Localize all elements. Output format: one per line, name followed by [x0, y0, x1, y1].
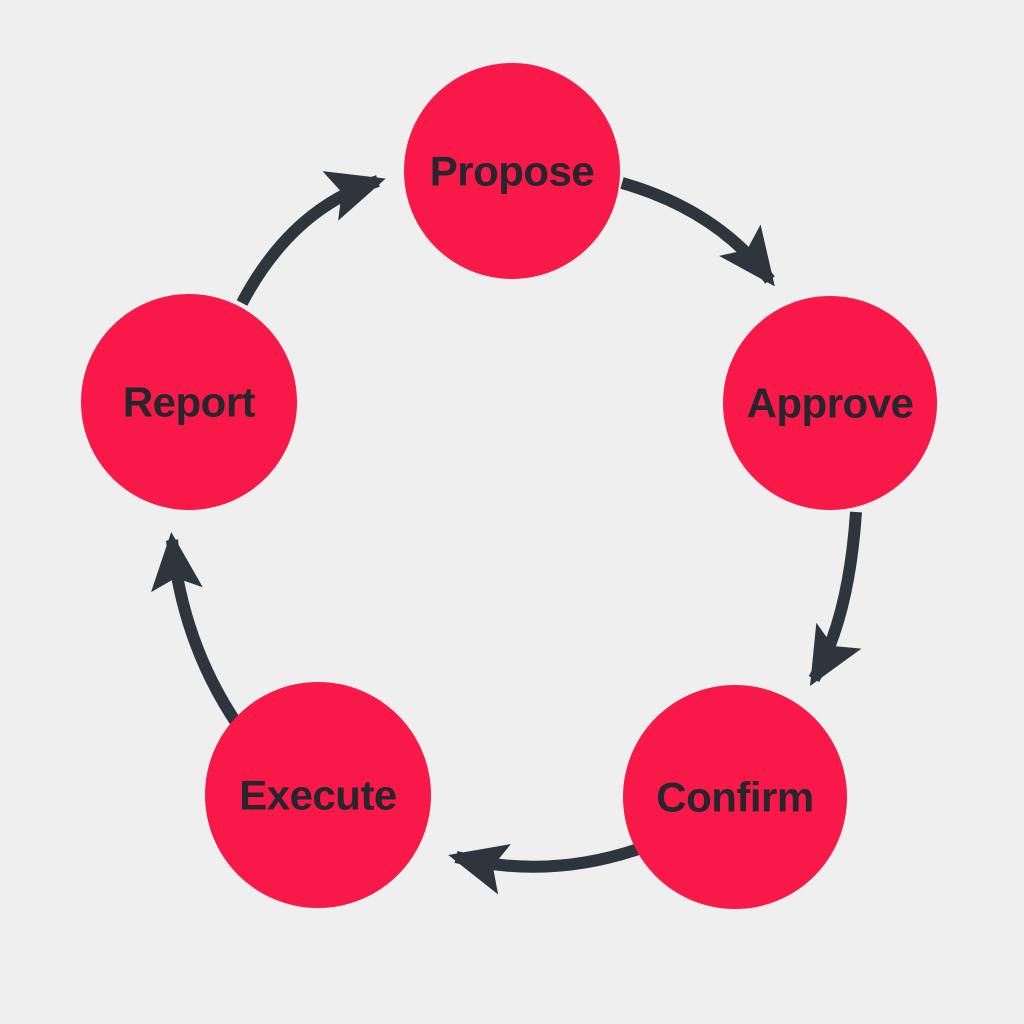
- node-label-propose: Propose: [430, 148, 595, 195]
- arrow-report-to-propose: [236, 171, 386, 306]
- cycle-node-report: Report: [81, 294, 297, 510]
- node-label-execute: Execute: [239, 772, 397, 819]
- node-circle-execute: [205, 682, 431, 908]
- cycle-node-approve: Approve: [723, 296, 937, 510]
- node-label-report: Report: [123, 379, 256, 426]
- arrow-propose-to-approve: [620, 177, 775, 287]
- arrow-approve-to-confirm: [808, 511, 862, 686]
- node-label-approve: Approve: [747, 380, 914, 427]
- arrows-layer: [151, 171, 862, 895]
- cycle-node-propose: Propose: [404, 63, 620, 279]
- node-circle-propose: [404, 63, 620, 279]
- node-circle-approve: [723, 296, 937, 510]
- node-label-confirm: Confirm: [656, 774, 814, 821]
- cycle-node-confirm: Confirm: [623, 685, 847, 909]
- node-circle-report: [81, 294, 297, 510]
- cycle-node-execute: Execute: [205, 682, 431, 908]
- arrow-confirm-to-execute: [448, 837, 658, 895]
- arrow-execute-to-report: [151, 532, 242, 728]
- node-circle-confirm: [623, 685, 847, 909]
